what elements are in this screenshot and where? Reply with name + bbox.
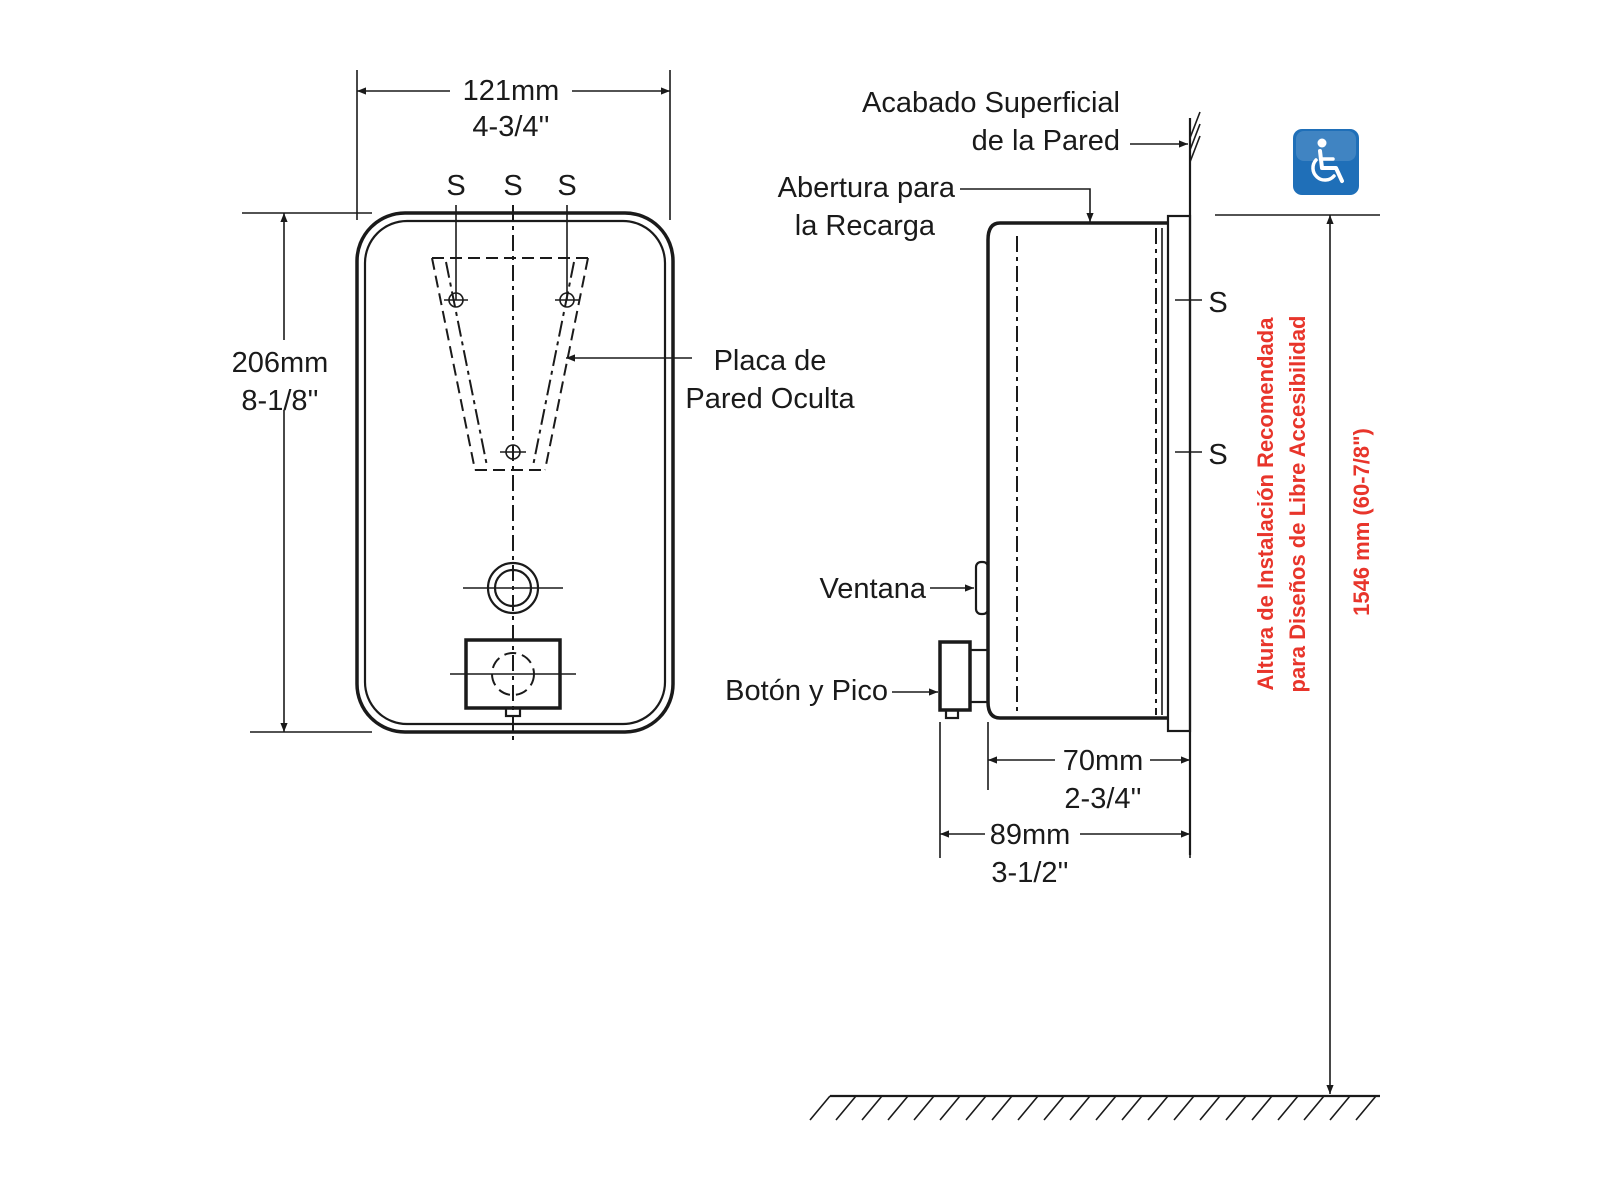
screw-hole-right (555, 292, 579, 308)
height-mm-label: 206mm (232, 347, 329, 379)
height-in-label: 8-1/8'' (241, 385, 318, 417)
screw-label-left: S (446, 170, 465, 202)
window-label: Ventana (820, 573, 927, 605)
screw-label-center: S (503, 170, 522, 202)
mounting-height-label: 1546 mm (60-7/8") (1349, 428, 1374, 616)
floor-hatching (809, 1095, 1377, 1121)
accessibility-label-line1: Altura de Instalación Recomendada (1253, 317, 1278, 691)
hidden-wall-plate (431, 257, 589, 471)
refill-label-line2: la Recarga (795, 210, 936, 242)
dispenser-front-body (355, 211, 675, 734)
refill-leader (960, 188, 1094, 222)
soap-window (463, 561, 563, 615)
total-depth-in-label: 3-1/2'' (991, 857, 1068, 889)
dispenser-side-body (986, 221, 1168, 720)
width-mm-label: 121mm (463, 75, 560, 107)
screw-hole-left (444, 292, 468, 308)
wall-plate-label-line2: Pared Oculta (685, 383, 855, 415)
side-push-button (938, 640, 990, 720)
side-screw-label-top: S (1208, 287, 1227, 319)
button-spout-label: Botón y Pico (725, 675, 888, 707)
side-view: S S Acabado Superficial de la Pared Aber… (725, 87, 1228, 889)
dispenser-front-inner-outline (363, 219, 667, 726)
push-button-front (450, 638, 576, 718)
total-depth-mm-label: 89mm (990, 819, 1071, 851)
side-screw-label-bottom: S (1208, 439, 1227, 471)
wall-finish-label-line1: Acabado Superficial (862, 87, 1120, 119)
depth-in-label: 2-3/4'' (1064, 783, 1141, 815)
screw-label-right: S (557, 170, 576, 202)
side-window (974, 560, 990, 616)
depth-mm-label: 70mm (1063, 745, 1144, 777)
screw-hole-bottom (500, 444, 526, 460)
wheelchair-icon (1293, 129, 1359, 195)
refill-label-line1: Abertura para (778, 172, 956, 204)
mounting-flange (1166, 214, 1192, 733)
width-in-label: 4-3/4'' (472, 111, 549, 143)
accessibility-height: Altura de Instalación Recomendada para D… (809, 129, 1380, 1121)
accessibility-label-line2: para Diseños de Libre Accesibilidad (1285, 316, 1310, 693)
front-view: 121mm 4-3/4'' 206mm 8-1/8'' S S S (232, 70, 855, 745)
wall-finish-label-line2: de la Pared (972, 125, 1120, 157)
wall-plate-label-line1: Placa de (714, 345, 827, 377)
